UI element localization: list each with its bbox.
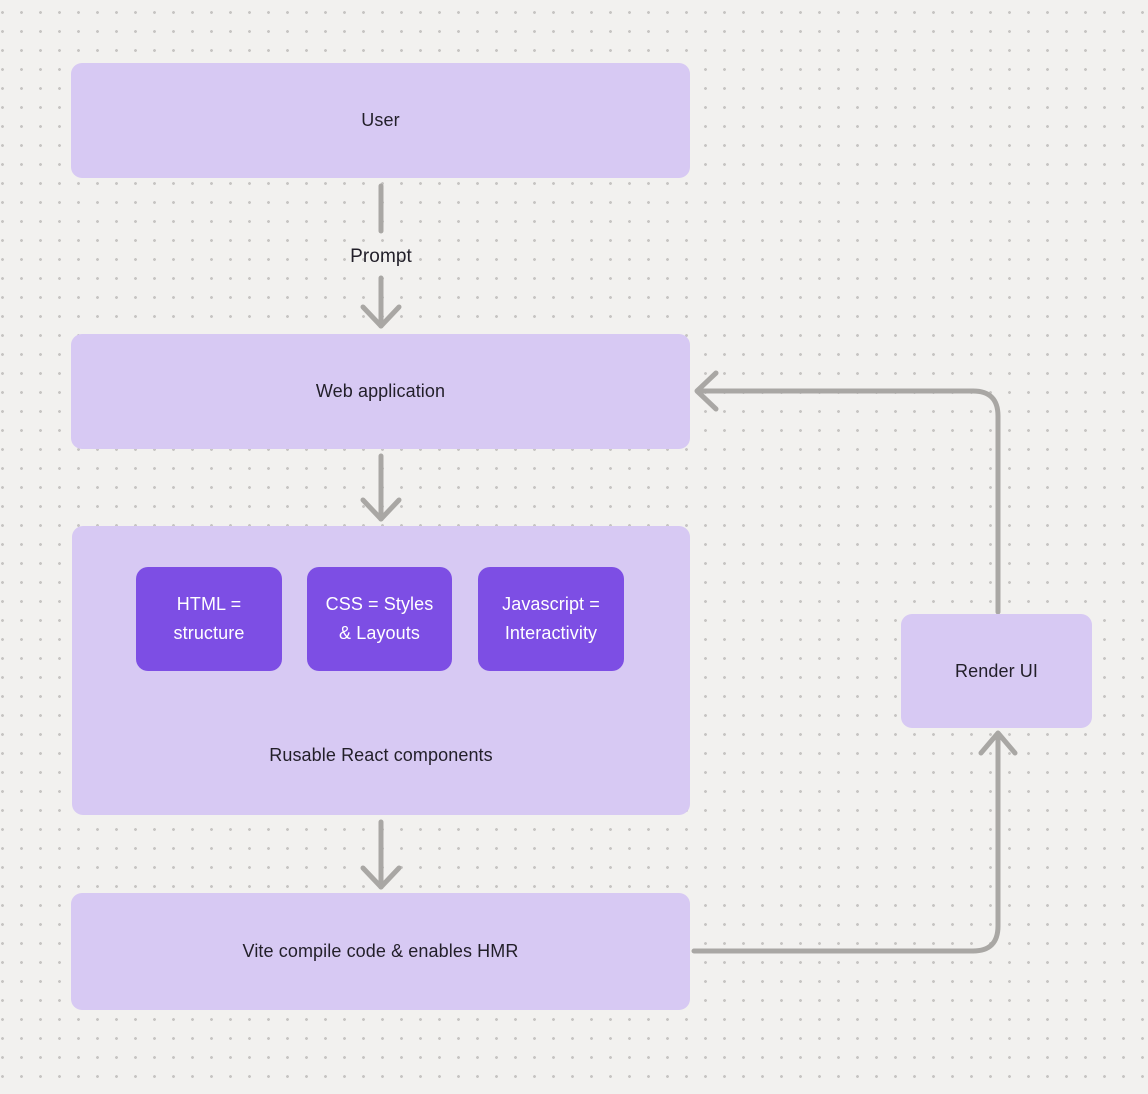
edge-vite-to-render-ui: [691, 730, 1018, 954]
arrowhead-up-icon: [978, 730, 1018, 756]
node-javascript-label-line2: Interactivity: [504, 623, 598, 643]
arrowhead-down-icon: [360, 497, 402, 522]
node-html-label-line2: structure: [173, 623, 245, 643]
node-render-ui-label: Render UI: [955, 660, 1038, 681]
edge-render-ui-to-web-application: [694, 370, 1001, 615]
edge-web-application-to-components: [360, 453, 402, 522]
node-javascript[interactable]: Javascript = Interactivity: [478, 567, 624, 671]
edge-shaft: [698, 388, 1001, 615]
node-html[interactable]: HTML = structure: [136, 567, 282, 671]
node-web-application[interactable]: Web application: [71, 334, 690, 449]
node-render-ui[interactable]: Render UI: [901, 614, 1092, 728]
node-javascript-label-line1: Javascript =: [502, 594, 600, 614]
node-css-label-line1: CSS = Styles: [325, 594, 434, 614]
edge-components-to-vite: [360, 819, 402, 890]
node-vite-label: Vite compile code & enables HMR: [242, 941, 519, 961]
node-html-label-line1: HTML =: [176, 594, 242, 614]
node-css-label-line2: & Layouts: [339, 623, 420, 643]
node-css[interactable]: CSS = Styles & Layouts: [307, 567, 452, 671]
arrowhead-down-icon: [360, 304, 402, 329]
node-user-label: User: [361, 110, 400, 130]
node-vite[interactable]: Vite compile code & enables HMR: [71, 893, 690, 1010]
arrowhead-left-icon: [694, 370, 719, 412]
arrowhead-down-icon: [360, 865, 402, 890]
node-web-application-label: Web application: [315, 381, 446, 401]
edge-shaft: [691, 735, 1001, 954]
node-components-group[interactable]: HTML = structure CSS = Styles & Layouts …: [72, 526, 690, 815]
edge-label-prompt: Prompt: [350, 246, 412, 267]
components-group-caption: Rusable React components: [269, 745, 493, 765]
node-user[interactable]: User: [71, 63, 690, 178]
